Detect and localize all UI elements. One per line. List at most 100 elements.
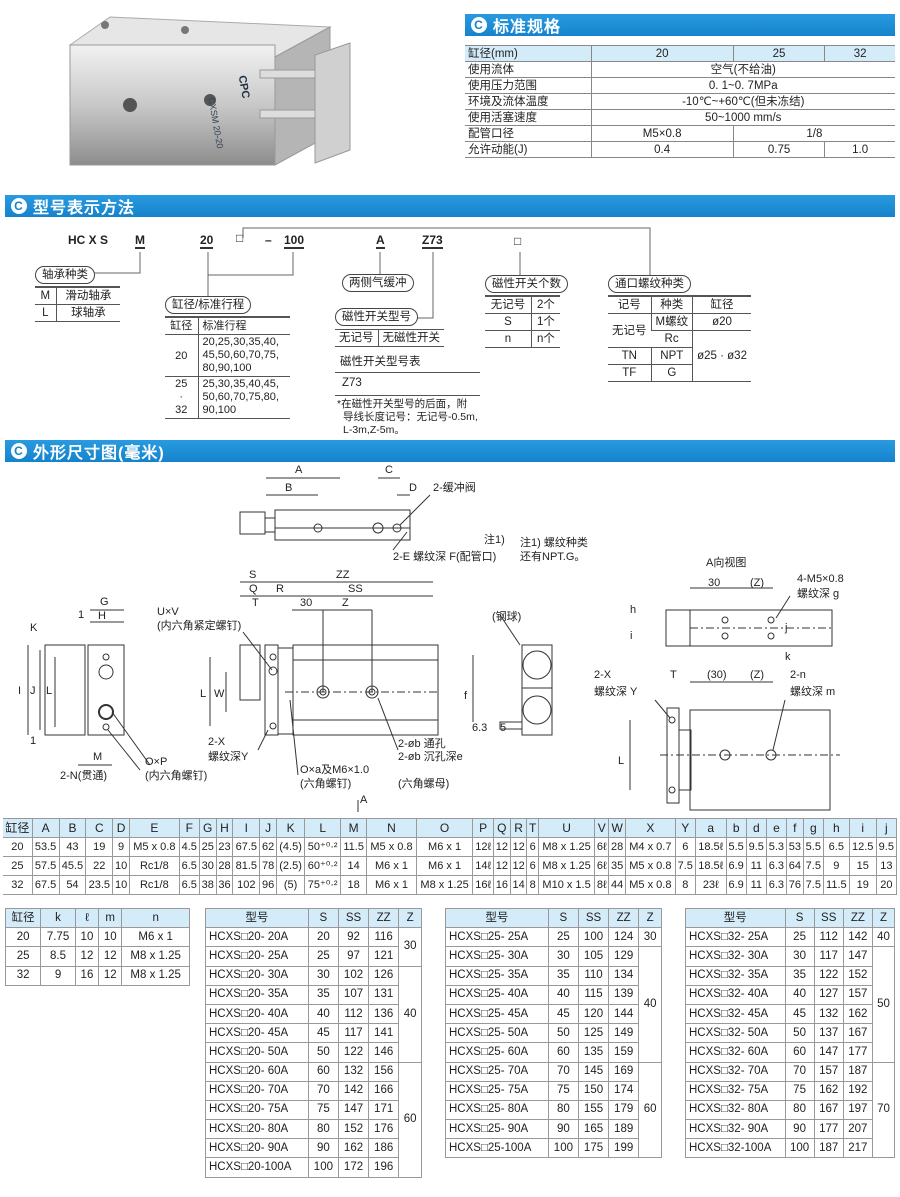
switch-model-table: 无记号无磁性开关 (335, 329, 444, 347)
table-cell: 8 (526, 875, 539, 895)
table-cell: M8 x 1.25 (537, 856, 596, 876)
cell: n个 (530, 330, 560, 348)
spec-value: 50~1000 mm/s (590, 109, 895, 126)
dimension-label: R (276, 583, 284, 595)
table-cell: M5 x 0.8 (625, 875, 676, 895)
table-cell: 9.5 (745, 837, 767, 857)
table-cell: HCXS□25- 30A (445, 946, 549, 967)
table-cell: 12 (509, 856, 528, 876)
dimension-label: (六角螺母) (398, 778, 450, 790)
table-cell: ZZ (368, 907, 400, 929)
dimension-label: 2-缓冲阀 (433, 482, 476, 494)
c-badge-icon: C (11, 198, 27, 214)
table-cell: F (178, 818, 200, 838)
dimension-label: W (214, 688, 225, 700)
table-cell: 129 (608, 946, 640, 967)
table-cell: 12 (98, 965, 123, 986)
table-cell: 型号 (205, 907, 309, 929)
dimension-label: O×a及M6×1.0 (300, 764, 370, 776)
table-cell: 型号 (685, 907, 786, 929)
cell: G (650, 364, 693, 382)
table-cell: 36 (215, 875, 234, 895)
table-cell: 6.9 (725, 856, 747, 876)
spec-title: 标准规格 (493, 19, 562, 36)
table-cell: D (112, 818, 130, 838)
table-cell: 147 (842, 946, 873, 967)
table-cell: 11 (745, 856, 767, 876)
table-cell: 90 (547, 1119, 579, 1140)
table-cell: b (725, 818, 747, 838)
table-cell: 30 (784, 946, 815, 967)
table-cell: 152 (337, 1119, 370, 1140)
table-cell: 18 (340, 875, 368, 895)
table-cell: M6 x 1 (366, 856, 417, 876)
table-cell: X (625, 818, 676, 838)
dimension-label: Q (249, 583, 258, 595)
spec-label: 使用压力范围 (465, 77, 591, 94)
cell: M螺纹 (650, 313, 693, 331)
dimension-label: i (630, 630, 633, 642)
table-cell: 132 (337, 1061, 370, 1082)
table-cell: 131 (368, 984, 400, 1005)
table-cell: HCXS□32- 75A (685, 1080, 786, 1101)
table-cell: 80 (784, 1099, 815, 1121)
table-cell: 70 (871, 1061, 896, 1159)
table-cell: H (215, 818, 234, 838)
table-cell: ℓ (74, 907, 100, 929)
table-cell: 60 (638, 1061, 662, 1159)
table-cell: 169 (608, 1061, 640, 1082)
table-cell: 142 (337, 1080, 370, 1101)
table-cell: 19 (848, 875, 877, 895)
divider (335, 395, 480, 396)
table-cell: 75 (784, 1080, 815, 1101)
table-cell: 162 (337, 1138, 370, 1159)
cell: 标准行程 (197, 316, 290, 335)
table-cell: 144 (608, 1003, 640, 1025)
cell: 无记号 (608, 313, 651, 348)
table-cell: 11.5 (822, 875, 850, 895)
table-cell: 136 (368, 1003, 400, 1025)
table-cell: T (526, 818, 539, 838)
dimension-label: G (100, 596, 109, 608)
table-cell: 28 (608, 837, 627, 857)
switch-table-title: 磁性开关型号表 (340, 356, 421, 368)
table-cell: HCXS□25- 80A (445, 1099, 549, 1121)
table-cell: 90 (784, 1119, 815, 1140)
table-cell: 107 (337, 984, 370, 1005)
dimension-label: (内六角螺钉) (145, 770, 208, 782)
table-cell: 135 (577, 1042, 610, 1063)
table-cell: 19 (85, 837, 114, 857)
table-cell: 12 (74, 946, 100, 967)
cell: n (485, 330, 532, 348)
cell: 20,25,30,35,40, (202, 336, 279, 348)
table-cell: S (307, 907, 339, 929)
table-cell: J (259, 818, 277, 838)
table-cell: 50⁺⁰·² (304, 837, 342, 857)
table-cell: 9 (112, 837, 130, 857)
table-cell: 75 (547, 1080, 579, 1101)
table-cell: 176 (368, 1119, 400, 1140)
code-cushion: A (376, 233, 385, 249)
table-cell: 192 (842, 1080, 873, 1101)
bore-stroke-pill: 缸径/标准行程 (165, 296, 252, 314)
table-cell: 92 (337, 927, 370, 948)
table-cell: 132 (813, 1003, 844, 1025)
cell: L (35, 304, 57, 322)
table-cell: 115 (577, 984, 610, 1005)
table-cell: 116 (368, 927, 400, 948)
switch-count-pill: 磁性开关个数 (485, 275, 568, 293)
divider (335, 372, 480, 373)
cell: 1个 (530, 313, 560, 331)
header-cell: 32 (824, 45, 895, 62)
switch-note: *在磁性开关型号的后面，附 (337, 398, 468, 410)
table-cell: 60 (307, 1061, 339, 1082)
dimension-label: 2-øb 沉孔深e (398, 751, 463, 763)
switch-note: 导线长度记号：无记号-0.5m, (343, 411, 478, 423)
table-cell: 16 (492, 875, 511, 895)
